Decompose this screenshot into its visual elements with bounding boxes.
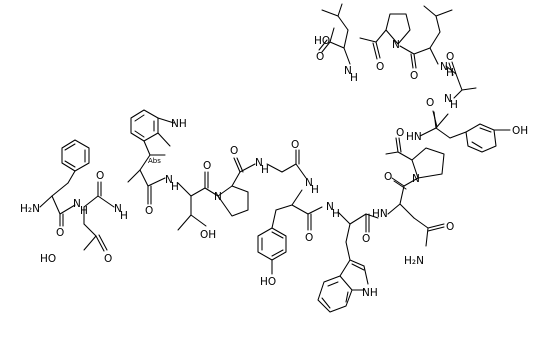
tyr1-carbonyl-o: O xyxy=(305,232,313,244)
glu-amide-n: N xyxy=(114,203,122,215)
leu1-residue xyxy=(318,3,351,65)
pro1-n: N xyxy=(214,191,222,203)
pro1-carbonyl-o: O xyxy=(230,145,238,157)
phe-carbonyl-o: O xyxy=(56,227,64,239)
trp2-amide-h: H xyxy=(332,208,340,220)
pro2-n: N xyxy=(412,173,420,185)
ala-amide-n: N xyxy=(444,93,452,105)
tyr2-amide-hn: HN xyxy=(406,131,422,143)
glu-acid-ho-label: HO xyxy=(40,253,56,265)
tyr1-residue xyxy=(257,189,323,275)
gln-residue xyxy=(387,177,445,247)
thr-carbonyl-o: O xyxy=(203,160,211,172)
stereo-abs-label: Abs xyxy=(148,157,161,165)
tyr2-residue xyxy=(419,110,511,153)
ala-residue xyxy=(445,61,477,99)
leu1-amide-n: N xyxy=(344,65,352,77)
h2n-terminal-label: H₂N xyxy=(20,203,40,215)
trp1-carbonyl-o: O xyxy=(145,205,153,217)
gly-amide-n: N xyxy=(255,157,263,169)
tyr1-amide-n: N xyxy=(305,177,313,189)
leu1-acid-o: O xyxy=(316,51,324,63)
tyr2-oh-label: OH xyxy=(512,125,528,137)
gly-carbonyl-o: O xyxy=(291,139,299,151)
leu2-residue xyxy=(399,5,453,69)
tyr2-carbonyl-o: O xyxy=(426,97,434,109)
leu1-amide-h: H xyxy=(350,72,358,84)
trp1-residue xyxy=(127,109,175,205)
pro3-n: N xyxy=(392,39,400,51)
gln-amide-o: O xyxy=(446,221,454,233)
trp1-amide-n: N xyxy=(165,174,173,186)
pro3-carbonyl-o: O xyxy=(376,61,384,73)
phe-residue xyxy=(39,139,90,227)
leu2-amide-h: H xyxy=(446,67,454,79)
glu-amide-h: H xyxy=(120,210,128,222)
leu2-carbonyl-o: O xyxy=(410,70,418,82)
tyr1-amide-h: H xyxy=(311,184,319,196)
phe-amide-n: N xyxy=(73,198,81,210)
ala-amide-h: H xyxy=(450,99,458,111)
thr-oh-label: OH xyxy=(200,229,216,241)
pro2-residue xyxy=(385,137,445,179)
trp2-carbonyl-o: O xyxy=(362,233,370,245)
leu1-acid-ho-label: HO xyxy=(314,35,330,47)
thr-residue xyxy=(177,171,219,231)
gly-amide-h: H xyxy=(261,164,269,176)
trp1-indole-nh-label: NH xyxy=(171,118,187,130)
gln-amide-hn: HN xyxy=(372,208,388,220)
glu-residue xyxy=(83,181,115,252)
pro2-carbonyl-o: O xyxy=(396,127,404,139)
trp1-amide-h: H xyxy=(171,181,179,193)
glu-carbonyl-o: O xyxy=(96,170,104,182)
trp2-amide-n: N xyxy=(326,201,334,213)
gln-carbonyl-o: O xyxy=(384,171,392,183)
trp2-indole-nh-label: NH xyxy=(362,287,378,299)
ala-carbonyl-o: O xyxy=(446,51,454,63)
tyr1-ho-label: HO xyxy=(260,276,276,288)
gly-residue xyxy=(266,149,307,179)
gln-h2n-amide-label: H₂N xyxy=(404,255,424,267)
pro3-residue xyxy=(359,13,411,60)
leu2-amide-n: N xyxy=(440,61,448,73)
trp2-residue xyxy=(317,211,379,313)
pro1-residue xyxy=(217,157,256,217)
glu-acid-o: O xyxy=(104,253,112,265)
